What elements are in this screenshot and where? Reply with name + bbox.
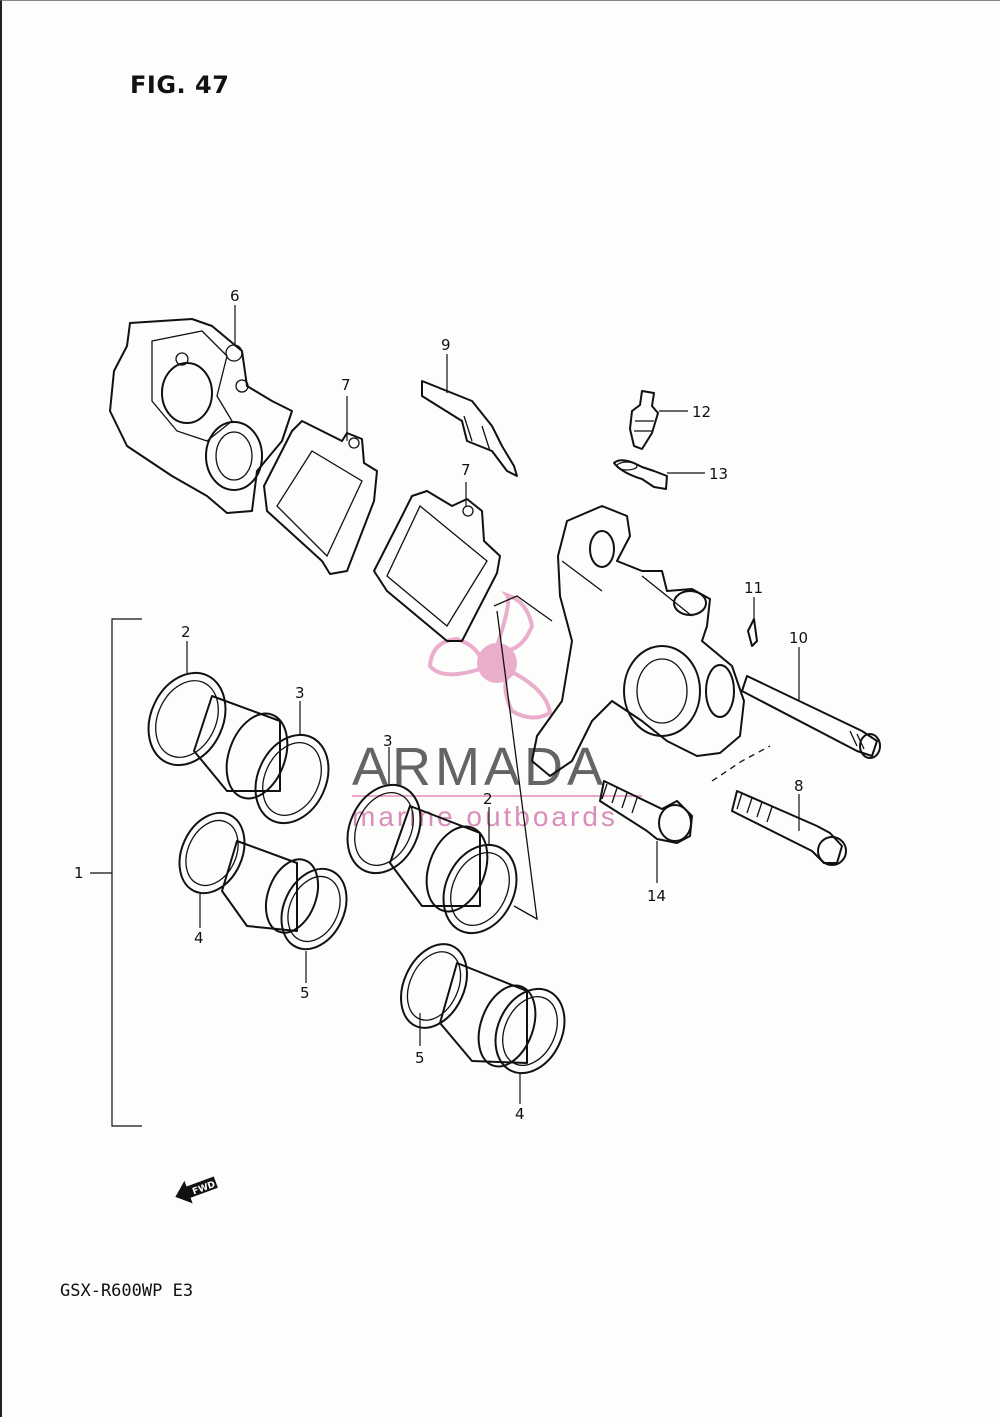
callout-5-left: 5 bbox=[300, 984, 310, 1002]
callout-13: 13 bbox=[709, 465, 728, 483]
assembly-bracket bbox=[90, 618, 142, 1127]
callout-6: 6 bbox=[230, 287, 240, 305]
piston-seal-upper-left bbox=[147, 671, 227, 767]
watermark-tagline: marine outboards bbox=[352, 801, 618, 832]
watermark-brand-name: ARMADA bbox=[352, 737, 607, 797]
callout-3-middle: 3 bbox=[383, 732, 393, 750]
piston-seal-lower-left bbox=[178, 811, 246, 895]
piston-lower bbox=[439, 962, 537, 1068]
callout-7-lower: 7 bbox=[461, 461, 471, 479]
caliper-body-outer bbox=[531, 505, 745, 777]
dust-seal-upper-left bbox=[254, 733, 330, 825]
callout-10: 10 bbox=[789, 629, 808, 647]
callout-3-left: 3 bbox=[295, 684, 305, 702]
piston-upper-left bbox=[193, 695, 289, 800]
pad-spring bbox=[421, 380, 518, 477]
callout-1: 1 bbox=[74, 864, 84, 882]
figure-title: FIG. 47 bbox=[130, 71, 230, 99]
model-code: GSX-R600WP E3 bbox=[60, 1281, 194, 1301]
callout-11: 11 bbox=[744, 579, 763, 597]
brake-pad-upper bbox=[263, 420, 378, 575]
retaining-clip bbox=[747, 618, 758, 647]
callout-8: 8 bbox=[794, 777, 804, 795]
dust-seal-middle bbox=[346, 783, 422, 875]
housing-bolt bbox=[599, 780, 693, 844]
brake-pad-lower bbox=[373, 490, 501, 642]
callout-2-left: 2 bbox=[181, 623, 191, 641]
piston-seal-lower bbox=[494, 987, 566, 1075]
callout-leader-lines bbox=[186, 305, 800, 1104]
callout-9: 9 bbox=[441, 336, 451, 354]
dust-seal-lower-left bbox=[280, 867, 348, 951]
fwd-arrow-icon: FWD bbox=[175, 1176, 218, 1204]
bleeder-cap bbox=[613, 459, 668, 490]
piston-lower-left bbox=[221, 840, 320, 934]
callout-2-middle: 2 bbox=[483, 790, 493, 808]
propeller-logo-icon bbox=[427, 591, 553, 720]
caliper-body-inner bbox=[109, 318, 293, 514]
callout-14: 14 bbox=[647, 887, 666, 905]
callout-4-left: 4 bbox=[194, 929, 204, 947]
callout-12: 12 bbox=[692, 403, 711, 421]
bleeder-valve bbox=[629, 390, 659, 450]
fwd-label: FWD bbox=[191, 1180, 217, 1197]
callout-7-upper: 7 bbox=[341, 376, 351, 394]
callout-5-lower: 5 bbox=[415, 1049, 425, 1067]
dust-seal-lower bbox=[400, 943, 468, 1029]
piston-seal-middle bbox=[442, 843, 518, 935]
callout-4-lower: 4 bbox=[515, 1105, 525, 1123]
pad-mounting-pin bbox=[741, 675, 881, 759]
caliper-mounting-bolt bbox=[731, 790, 847, 866]
alignment-guide-lines bbox=[493, 595, 771, 921]
